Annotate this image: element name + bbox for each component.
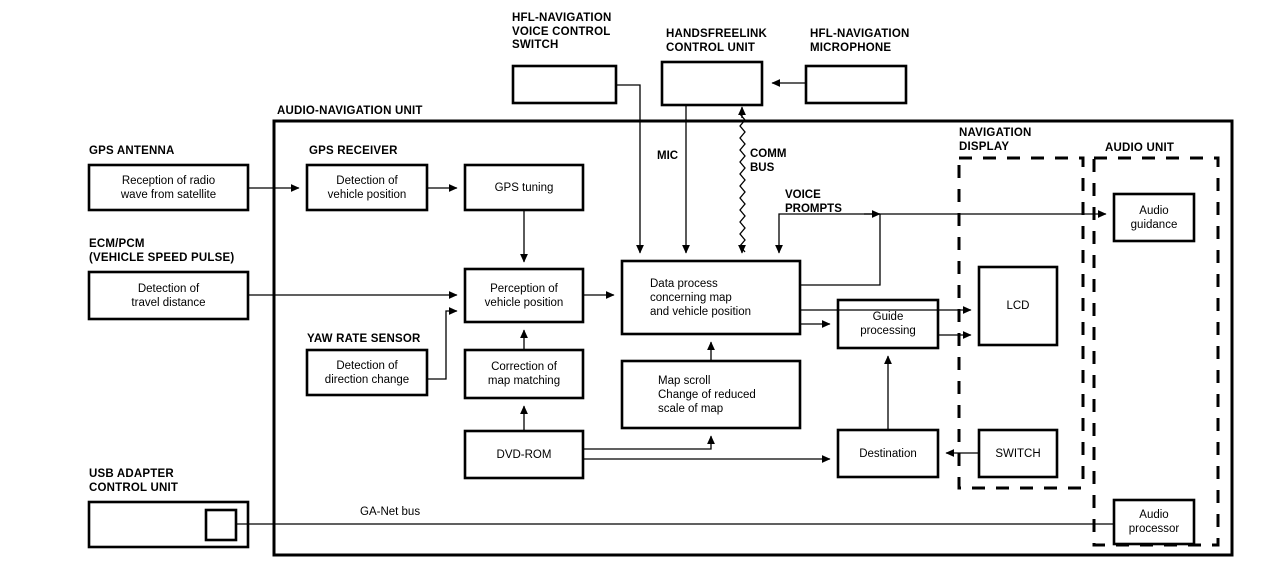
label-hfl-voice-control-switch: HFL-NAVIGATION VOICE CONTROL SWITCH	[512, 12, 612, 51]
label-usb-adapter-control-unit: USB ADAPTER CONTROL UNIT	[89, 468, 179, 494]
switch-box[interactable]	[977, 428, 1059, 479]
audio-processor-box[interactable]	[1112, 498, 1196, 546]
flow-data-process-to-audio-guidance	[800, 210, 1107, 286]
text-destination-box: Destination	[859, 447, 917, 460]
flow-voice-prompts-to-data-process	[775, 213, 880, 254]
guide-processing-box[interactable]	[836, 298, 940, 350]
text-dvd-rom-box: DVD-ROM	[496, 448, 552, 461]
label-gps-antenna: GPS ANTENNA	[89, 145, 175, 157]
flow-dvdrom-to-map-scroll	[583, 435, 715, 450]
label-mic-signal: MIC	[657, 150, 679, 162]
label-hfl-navigation-microphone: HFL-NAVIGATION MICROPHONE	[810, 28, 910, 54]
gps-receiver-box[interactable]	[305, 163, 429, 212]
label-ga-net-bus: GA-Net bus	[360, 506, 421, 518]
text-yaw-rate-sensor-box: Detection of direction change	[324, 359, 410, 386]
label-navigation-display: NAVIGATION DISPLAY	[959, 127, 1032, 153]
label-gps-receiver: GPS RECEIVER	[309, 145, 398, 157]
label-comm-bus: COMM BUS	[750, 148, 787, 174]
gps-tuning-box[interactable]	[463, 163, 585, 212]
label-voice-prompts: VOICE PROMPTS	[785, 189, 842, 215]
audio-unit-group-frame	[1092, 156, 1220, 547]
text-perception-box: Perception of vehicle position	[484, 282, 564, 309]
text-gps-receiver-box: Detection of vehicle position	[327, 174, 407, 201]
hfl-navigation-microphone-box[interactable]	[804, 64, 908, 105]
text-audio-processor-box: Audio processor	[1128, 509, 1180, 535]
label-yaw-rate-sensor: YAW RATE SENSOR	[307, 333, 421, 345]
audio-guidance-box[interactable]	[1112, 192, 1196, 243]
yaw-rate-sensor-box[interactable]	[305, 348, 429, 397]
label-audio-navigation-unit: AUDIO-NAVIGATION UNIT	[277, 105, 423, 117]
navigation-display-group-frame	[957, 156, 1085, 490]
text-switch-box: SWITCH	[995, 447, 1041, 460]
handsfreelink-control-unit-box[interactable]	[660, 60, 764, 107]
hfl-voice-control-switch-box[interactable]	[511, 64, 618, 105]
text-data-process-box: Data process concerning map and vehicle …	[650, 277, 752, 318]
text-lcd-box: LCD	[1006, 300, 1030, 312]
text-gps-antenna-box: Reception of radio wave from satellite	[120, 174, 217, 201]
text-gps-tuning-box: GPS tuning	[494, 181, 554, 194]
flow-voice-switch-to-data-process	[616, 84, 644, 254]
lcd-box[interactable]	[977, 265, 1059, 347]
label-ecm-pcm: ECM/PCM (VEHICLE SPEED PULSE)	[89, 238, 235, 264]
correction-of-map-matching-box[interactable]	[463, 348, 585, 400]
text-ecm-pcm-box: Detection of travel distance	[131, 282, 206, 309]
text-correction-box: Correction of map matching	[487, 361, 561, 387]
comm-bus-zigzag-line	[739, 113, 746, 253]
dvd-rom-box[interactable]	[463, 429, 585, 480]
label-audio-unit: AUDIO UNIT	[1105, 142, 1175, 154]
text-guide-processing-box: Guide processing	[860, 311, 916, 337]
label-handsfreelink-control-unit: HANDSFREELINK CONTROL UNIT	[666, 28, 767, 54]
usb-adapter-connector-icon	[204, 508, 238, 542]
audio-navigation-unit-frame	[272, 119, 1234, 557]
data-process-box[interactable]	[620, 259, 802, 336]
text-audio-guidance-box: Audio guidance	[1130, 204, 1178, 231]
flow-yaw-sensor-to-perception	[427, 307, 458, 380]
text-map-scroll-box: Map scroll Change of reduced scale of ma…	[658, 374, 756, 415]
